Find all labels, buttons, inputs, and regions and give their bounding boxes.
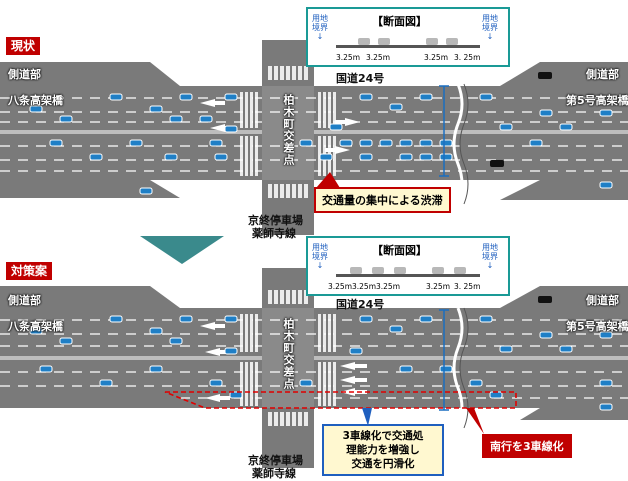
lane-width-3: 3.25m xyxy=(424,53,449,62)
cross-section-title-plan: 【断面図】 xyxy=(372,244,427,257)
lane-width-plan-2: 3.25m xyxy=(352,282,377,291)
crossroad-label-line1: 京終停車場 xyxy=(248,214,303,227)
lane-width-2: 3.25m xyxy=(366,53,391,62)
route-label-plan: 国道24号 xyxy=(336,298,385,311)
lane-width-plan-4: 3.25m xyxy=(426,282,451,291)
route-label: 国道24号 xyxy=(336,72,385,85)
right-viaduct-label-plan: 第5号高架橋 xyxy=(566,320,628,333)
lane-width-plan-5: 3. 25m xyxy=(454,282,481,291)
intersection-label-plan: 柏木町交差点 xyxy=(282,318,295,390)
lane-width-1: 3.25m xyxy=(336,53,361,62)
cross-section-current: 【断面図】 用地 境界↓ 用地 境界↓ 3.25m 3.25m 3.25m 3.… xyxy=(306,7,510,67)
right-viaduct-label: 第5号高架橋 xyxy=(566,94,628,107)
congestion-callout: 交通量の集中による渋滞 xyxy=(314,187,451,213)
land-boundary-right-plan: 用地 境界↓ xyxy=(482,243,498,270)
cross-section-graphic-plan xyxy=(336,267,480,277)
current-road-diagram xyxy=(0,40,628,235)
cross-section-title: 【断面図】 xyxy=(372,15,427,28)
lane-width-plan-3: 3.25m xyxy=(376,282,401,291)
frontage-road-label-right: 側道部 xyxy=(586,68,619,81)
lane-width-plan-1: 3.25m xyxy=(328,282,353,291)
plan-road-diagram xyxy=(0,268,628,468)
crossroad-label-line1-plan: 京終停車場 xyxy=(248,454,303,467)
cross-section-graphic xyxy=(336,38,480,48)
frontage-road-label-left: 側道部 xyxy=(8,68,41,81)
lane-width-4: 3. 25m xyxy=(454,53,481,62)
panel-label-current: 現状 xyxy=(6,37,41,55)
callout-line-1: 3車線化で交通処 xyxy=(342,430,424,442)
intersection-label: 柏木町交差点 xyxy=(282,94,295,166)
three-lane-effect-callout: 3車線化で交通処 理能力を増強し 交通を円滑化 xyxy=(322,424,444,476)
frontage-road-label-left-plan: 側道部 xyxy=(8,294,41,307)
hachijo-viaduct-label: 八条高架橋 xyxy=(8,94,63,107)
land-boundary-left: 用地 境界↓ xyxy=(312,14,328,41)
transition-arrow xyxy=(140,236,224,264)
crossroad-label-line2-plan: 薬師寺線 xyxy=(252,467,296,480)
cross-section-plan: 【断面図】 用地 境界↓ 用地 境界↓ 3.25m 3.25m 3.25m 3.… xyxy=(306,236,510,296)
callout-line-3: 交通を円滑化 xyxy=(351,458,415,470)
land-boundary-right: 用地 境界↓ xyxy=(482,14,498,41)
hachijo-viaduct-label-plan: 八条高架橋 xyxy=(8,320,63,333)
panel-label-plan: 対策案 xyxy=(6,262,53,280)
southbound-three-lane-callout: 南行を3車線化 xyxy=(482,434,572,458)
callout-line-2: 理能力を増強し xyxy=(346,444,420,456)
frontage-road-label-right-plan: 側道部 xyxy=(586,294,619,307)
land-boundary-left-plan: 用地 境界↓ xyxy=(312,243,328,270)
crossroad-label-line2: 薬師寺線 xyxy=(252,227,296,240)
